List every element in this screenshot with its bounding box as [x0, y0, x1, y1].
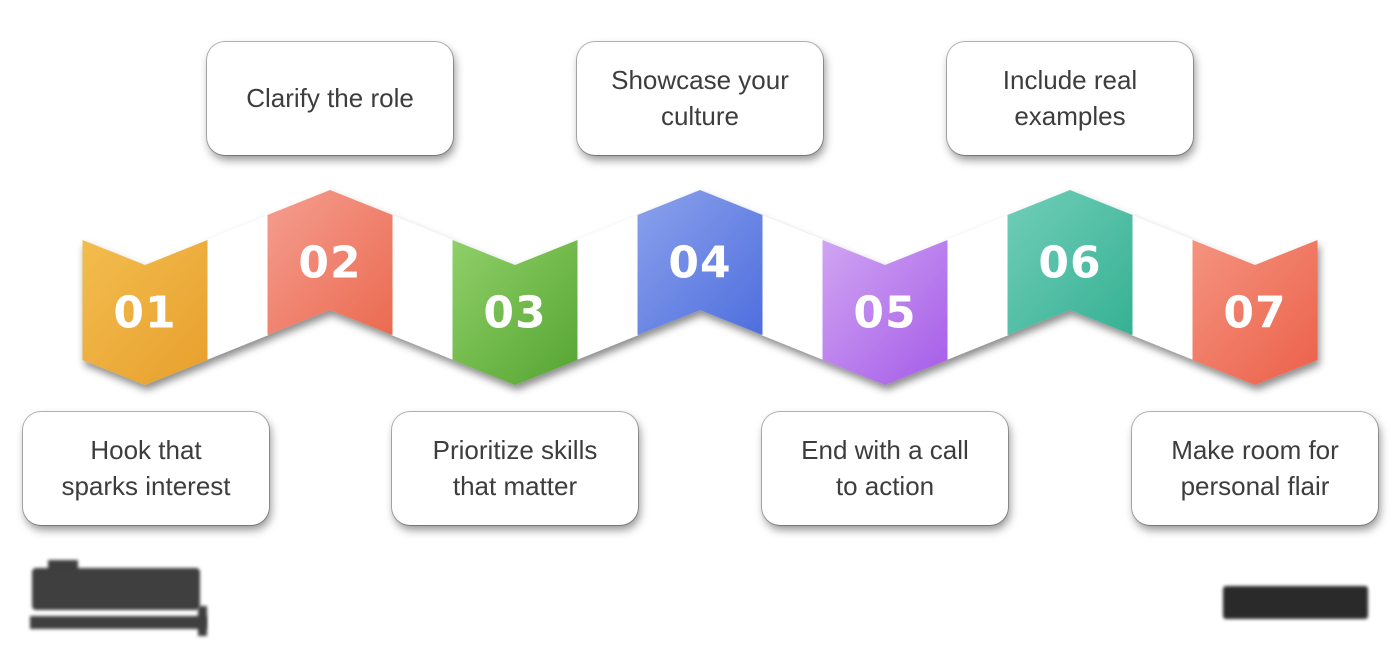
- chevron-step-5: [822, 240, 948, 385]
- card-step-7: Make room for personal flair: [1132, 412, 1378, 525]
- step-number-7: 07: [1223, 288, 1286, 339]
- step-number-4: 04: [668, 238, 731, 289]
- card-step-6: Include real examples: [947, 42, 1193, 155]
- card-step-7-label: Make room for personal flair: [1171, 434, 1339, 501]
- card-step-3: Prioritize skills that matter: [392, 412, 638, 525]
- step-number-3: 03: [483, 288, 546, 339]
- ribbon-connector: [761, 215, 824, 360]
- chevron-step-7: [1192, 240, 1318, 385]
- chevron-step-1: [82, 240, 208, 385]
- card-step-2-label: Clarify the role: [246, 82, 414, 113]
- card-step-5-label: End with a call to action: [801, 434, 969, 501]
- card-step-3-label: Prioritize skills that matter: [432, 434, 598, 501]
- redacted-logo-left: [198, 606, 207, 636]
- card-step-4: Showcase your culture: [577, 42, 823, 155]
- ribbon-connector: [1131, 215, 1194, 360]
- card-step-1-label: Hook that sparks interest: [61, 434, 231, 501]
- chevron-step-2: [267, 190, 393, 335]
- ribbon-connector: [391, 215, 454, 360]
- redacted-logo-left-underline: [30, 616, 206, 629]
- step-number-5: 05: [853, 288, 916, 339]
- ribbon-connector: [576, 215, 639, 360]
- chevron-step-4: [637, 190, 763, 335]
- card-step-5: End with a call to action: [762, 412, 1008, 525]
- ribbon-connector: [206, 215, 269, 360]
- chevron-step-3: [452, 240, 578, 385]
- step-number-2: 02: [298, 238, 361, 289]
- step-number-1: 01: [113, 288, 176, 339]
- card-step-1: Hook that sparks interest: [23, 412, 269, 525]
- chevron-step-6: [1007, 190, 1133, 335]
- card-step-4-label: Showcase your culture: [611, 64, 789, 131]
- redacted-logo-left: [32, 568, 200, 610]
- step-number-6: 06: [1038, 238, 1101, 289]
- card-step-2: Clarify the role: [207, 42, 453, 155]
- card-step-6-label: Include real examples: [1002, 64, 1138, 131]
- ribbon-connector: [946, 215, 1009, 360]
- redacted-text-right: [1223, 586, 1368, 619]
